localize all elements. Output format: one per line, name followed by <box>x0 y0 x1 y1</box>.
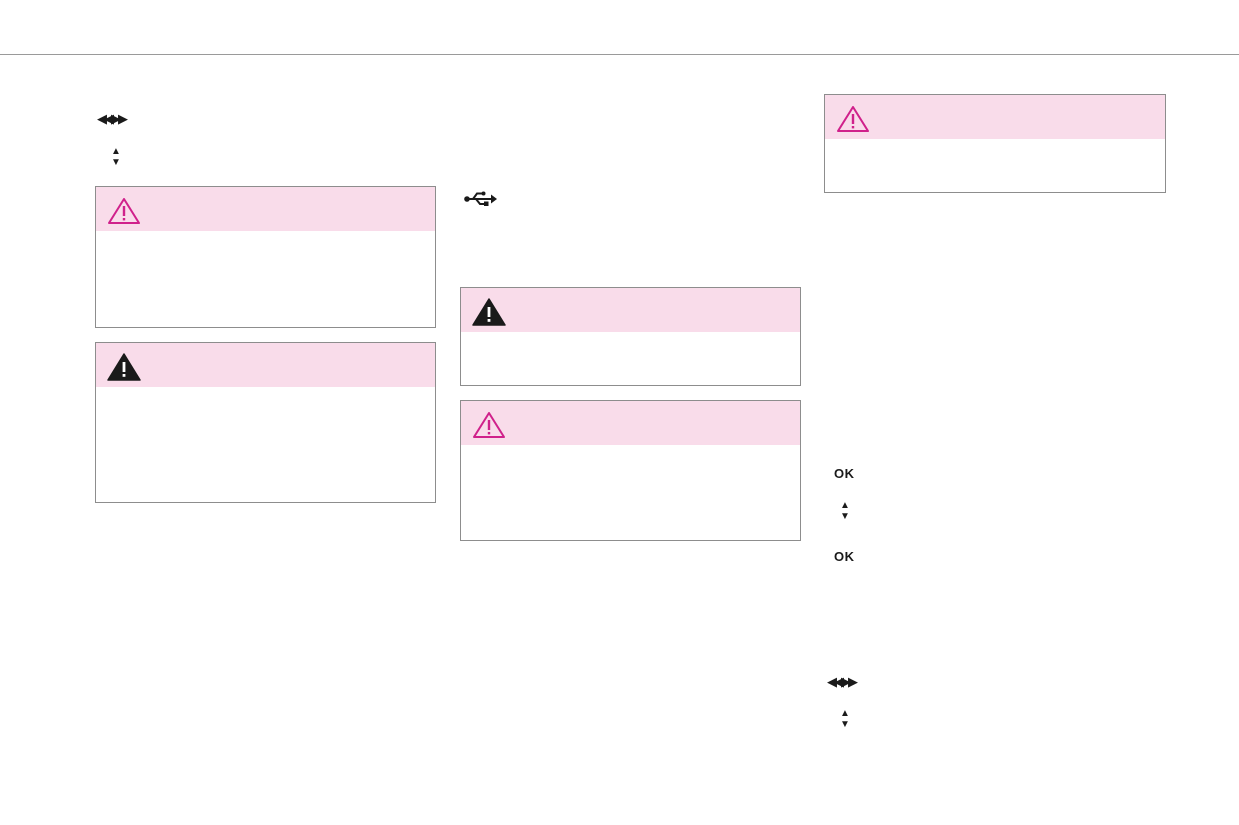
warning-triangle-solid-icon <box>472 298 506 326</box>
down-arrow-icon: ▼ <box>111 157 121 168</box>
up-down-arrows-icon: ▲ ▼ <box>838 708 852 730</box>
up-arrow-icon: ▲ <box>840 500 850 511</box>
up-arrow-icon: ▲ <box>111 146 121 157</box>
warning-triangle-outline-icon <box>108 198 140 224</box>
down-arrow-icon: ▼ <box>840 719 850 730</box>
ok-button-label: OK <box>834 466 855 481</box>
down-arrow-icon: ▼ <box>840 511 850 522</box>
warning-box <box>95 342 436 503</box>
warning-triangle-solid-icon <box>107 353 141 381</box>
warning-box-header <box>461 288 800 332</box>
warning-box-header <box>96 343 435 387</box>
warning-box-header <box>825 95 1165 139</box>
ok-button-label: OK <box>834 549 855 564</box>
skip-back-forward-icon: ◀◀▶▶ <box>827 674 858 689</box>
usb-icon <box>464 191 497 206</box>
warning-triangle-outline-icon <box>837 106 869 132</box>
up-down-arrows-icon: ▲ ▼ <box>109 146 123 168</box>
header-rule <box>0 54 1239 55</box>
warning-box <box>824 94 1166 193</box>
up-down-arrows-icon: ▲ ▼ <box>838 500 852 522</box>
warning-triangle-outline-icon <box>473 412 505 438</box>
warning-box <box>460 287 801 386</box>
warning-box <box>460 400 801 541</box>
up-arrow-icon: ▲ <box>840 708 850 719</box>
warning-box <box>95 186 436 328</box>
warning-box-header <box>96 187 435 231</box>
skip-back-forward-icon: ◀◀▶▶ <box>97 111 128 126</box>
warning-box-header <box>461 401 800 445</box>
